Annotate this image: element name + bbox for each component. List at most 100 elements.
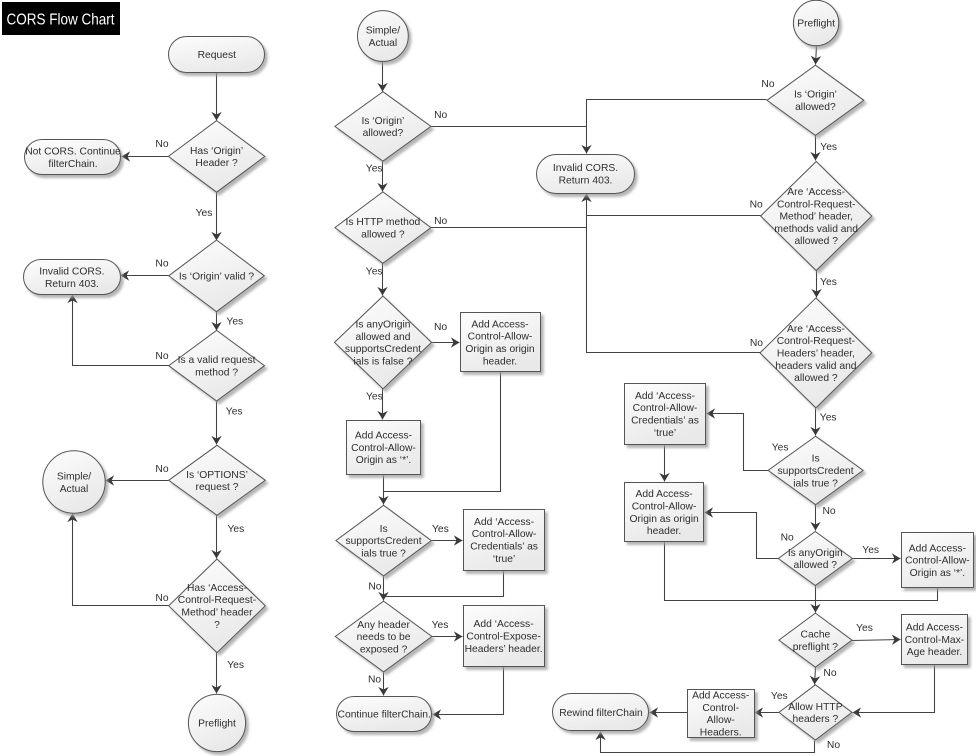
svg-text:Return 403.: Return 403.	[559, 176, 613, 187]
svg-text:Yes: Yes	[227, 524, 244, 535]
svg-text:Has ‘Access-: Has ‘Access-	[187, 583, 247, 594]
svg-text:Rewind filterChain: Rewind filterChain	[559, 708, 643, 719]
svg-text:ials true ?: ials true ?	[793, 478, 838, 489]
svg-text:Yes: Yes	[862, 545, 879, 556]
svg-text:supportsCredent: supportsCredent	[346, 536, 422, 547]
svg-text:Yes: Yes	[771, 691, 788, 702]
svg-text:Add Access-: Add Access-	[635, 489, 692, 500]
svg-text:Actual: Actual	[369, 38, 398, 49]
svg-text:header.: header.	[647, 526, 681, 537]
svg-text:No: No	[155, 351, 168, 362]
svg-text:Is ‘Origin’: Is ‘Origin’	[794, 90, 837, 101]
svg-text:Age header.: Age header.	[907, 647, 963, 658]
svg-text:exposed ?: exposed ?	[360, 644, 408, 655]
svg-text:methods valid and: methods valid and	[774, 224, 858, 235]
svg-text:allowed ?: allowed ?	[794, 373, 838, 384]
svg-text:Any header: Any header	[357, 620, 410, 631]
svg-text:Header ?: Header ?	[195, 158, 238, 169]
svg-text:No: No	[434, 110, 447, 121]
svg-text:Is anyOrigin: Is anyOrigin	[356, 320, 411, 331]
svg-text:Origin as ‘*’.: Origin as ‘*’.	[356, 455, 412, 466]
svg-text:Control-Expose-: Control-Expose-	[466, 632, 540, 643]
svg-text:Yes: Yes	[227, 660, 244, 671]
svg-text:Yes: Yes	[772, 443, 789, 454]
svg-text:No: No	[823, 506, 836, 517]
svg-text:Add Access-: Add Access-	[692, 691, 749, 702]
svg-text:Control-Allow-: Control-Allow-	[472, 529, 537, 540]
svg-text:Control-Allow-: Control-Allow-	[633, 403, 698, 414]
svg-text:Control-Request-: Control-Request-	[777, 336, 855, 347]
svg-text:No: No	[827, 740, 840, 751]
svg-text:Add Access-: Add Access-	[471, 319, 528, 330]
svg-text:Control-Allow-: Control-Allow-	[351, 443, 416, 454]
svg-text:No: No	[823, 668, 836, 679]
svg-text:Method’ header,: Method’ header,	[779, 212, 852, 223]
svg-text:Are ‘Access-: Are ‘Access-	[787, 187, 845, 198]
svg-text:Yes: Yes	[432, 524, 449, 535]
svg-text:Actual: Actual	[60, 484, 89, 495]
svg-text:allowed and: allowed and	[356, 332, 411, 343]
svg-text:Yes: Yes	[226, 316, 243, 327]
svg-text:No: No	[155, 464, 168, 475]
svg-text:Control-Request-: Control-Request-	[777, 199, 855, 210]
svg-text:No: No	[155, 259, 168, 270]
svg-text:Add Access-: Add Access-	[906, 623, 963, 634]
svg-text:Origin as ‘*’.: Origin as ‘*’.	[910, 568, 966, 579]
svg-text:No: No	[761, 79, 774, 90]
svg-text:Add ‘Access-: Add ‘Access-	[474, 517, 534, 528]
svg-text:Simple/: Simple/	[366, 26, 400, 37]
svg-text:No: No	[368, 582, 381, 593]
svg-text:preflight ?: preflight ?	[793, 642, 838, 653]
svg-text:Yes: Yes	[366, 392, 383, 403]
svg-text:Is anyOrigin: Is anyOrigin	[788, 548, 843, 559]
svg-text:Yes: Yes	[366, 164, 383, 175]
svg-text:allowed ?: allowed ?	[794, 236, 838, 247]
svg-text:Control-Allow-: Control-Allow-	[468, 332, 533, 343]
svg-text:Allow-: Allow-	[707, 715, 735, 726]
svg-text:Is: Is	[380, 524, 388, 535]
svg-text:Invalid CORS.: Invalid CORS.	[553, 163, 618, 174]
svg-text:Cache: Cache	[801, 630, 831, 641]
svg-text:Invalid CORS.: Invalid CORS.	[39, 267, 104, 278]
svg-text:header.: header.	[483, 356, 517, 367]
svg-text:Add ‘Access-: Add ‘Access-	[635, 391, 695, 402]
svg-text:No: No	[750, 200, 763, 211]
svg-text:Return 403.: Return 403.	[45, 279, 99, 290]
svg-text:?: ?	[214, 620, 220, 631]
svg-text:Yes: Yes	[196, 208, 213, 219]
svg-text:allowed ?: allowed ?	[361, 229, 405, 240]
svg-text:Add ‘Access-: Add ‘Access-	[474, 619, 534, 630]
svg-text:Method’ header: Method’ header	[181, 608, 253, 619]
svg-text:Credentials’ as: Credentials’ as	[631, 416, 699, 427]
svg-text:Simple/: Simple/	[57, 472, 91, 483]
svg-text:‘true’: ‘true’	[654, 428, 676, 439]
svg-text:Control-Allow-: Control-Allow-	[632, 502, 697, 513]
svg-text:Yes: Yes	[432, 620, 449, 631]
svg-text:Headers.: Headers.	[700, 728, 742, 739]
svg-text:Headers’ header.: Headers’ header.	[465, 644, 543, 655]
svg-text:Preflight: Preflight	[198, 719, 236, 730]
svg-text:Are ‘Access-: Are ‘Access-	[787, 324, 845, 335]
svg-text:Is: Is	[812, 454, 820, 465]
svg-text:Credentials’ as: Credentials’ as	[470, 542, 538, 553]
svg-text:Add Access-: Add Access-	[355, 431, 412, 442]
svg-text:Request: Request	[198, 50, 236, 61]
svg-text:filterChain.: filterChain.	[48, 159, 97, 170]
svg-text:allowed ?: allowed ?	[794, 560, 838, 571]
svg-text:Control-Allow-: Control-Allow-	[905, 556, 970, 567]
svg-text:supportsCredent: supportsCredent	[778, 466, 854, 477]
svg-text:Origin as origin: Origin as origin	[465, 344, 535, 355]
svg-text:Yes: Yes	[820, 142, 837, 153]
svg-text:Not CORS. Continue: Not CORS. Continue	[25, 146, 121, 157]
svg-text:No: No	[155, 593, 168, 604]
svg-text:headers ?: headers ?	[792, 714, 838, 725]
svg-text:Control-Request-: Control-Request-	[178, 595, 256, 606]
svg-text:Yes: Yes	[820, 277, 837, 288]
svg-text:Is ‘OPTIONS’: Is ‘OPTIONS’	[186, 470, 248, 481]
svg-text:allowed?: allowed?	[795, 102, 836, 113]
svg-text:needs to be: needs to be	[357, 632, 411, 643]
svg-text:Yes: Yes	[856, 623, 873, 634]
svg-text:Add Access-: Add Access-	[909, 543, 966, 554]
svg-text:method ?: method ?	[195, 367, 238, 378]
svg-text:Is ‘Origin’ valid ?: Is ‘Origin’ valid ?	[179, 271, 254, 282]
